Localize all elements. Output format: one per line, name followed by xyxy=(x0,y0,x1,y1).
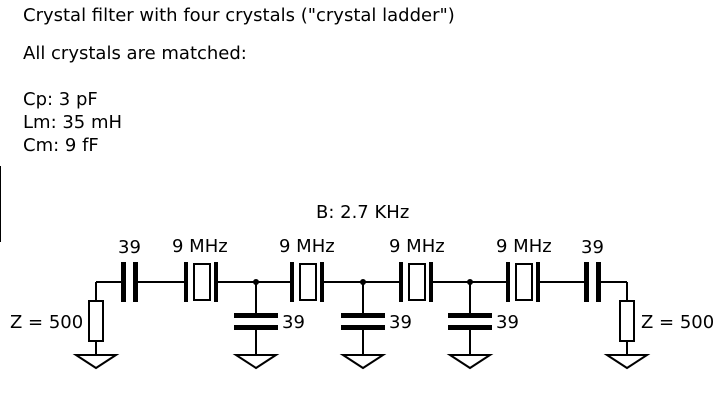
shunt-cap-label: 39 xyxy=(389,312,412,333)
crystal-label: 9 MHz xyxy=(496,236,552,257)
crystal-label: 9 MHz xyxy=(389,236,445,257)
junction-dots xyxy=(253,279,473,285)
termination-label-left: Z = 500 xyxy=(10,312,83,333)
crystal-4 xyxy=(506,262,540,302)
crystal-1 xyxy=(184,262,218,302)
param-cp: Cp: 3 pF xyxy=(23,89,98,110)
shunt-capacitor-3 xyxy=(448,313,492,330)
crystal-label: 9 MHz xyxy=(172,236,228,257)
crystal-2 xyxy=(290,262,324,302)
shunt-cap-label: 39 xyxy=(282,312,305,333)
crystal-3 xyxy=(399,262,433,302)
series-capacitor-right xyxy=(584,262,601,302)
shunt-capacitor-2 xyxy=(341,313,385,330)
series-cap-label: 39 xyxy=(118,237,141,258)
param-cm: Cm: 9 fF xyxy=(23,135,99,156)
series-capacitor-left xyxy=(121,262,138,302)
termination-label-right: Z = 500 xyxy=(641,312,714,333)
wires xyxy=(95,281,628,355)
ground-symbol xyxy=(232,354,280,370)
shunt-capacitor-1 xyxy=(234,313,278,330)
matched-note: All crystals are matched: xyxy=(23,43,247,64)
ground-symbol xyxy=(339,354,387,370)
resistor-left xyxy=(88,300,104,342)
series-cap-label: 39 xyxy=(581,237,604,258)
diagram-title: Crystal filter with four crystals ("crys… xyxy=(23,5,455,26)
resistor-right xyxy=(619,300,635,342)
edge-line xyxy=(0,166,1,242)
ground-symbol xyxy=(446,354,494,370)
ground-symbol xyxy=(603,354,651,370)
crystal-label: 9 MHz xyxy=(279,236,335,257)
bandwidth-label: B: 2.7 KHz xyxy=(316,202,409,223)
shunt-cap-label: 39 xyxy=(496,312,519,333)
ground-symbol xyxy=(72,354,120,370)
param-lm: Lm: 35 mH xyxy=(23,112,123,133)
